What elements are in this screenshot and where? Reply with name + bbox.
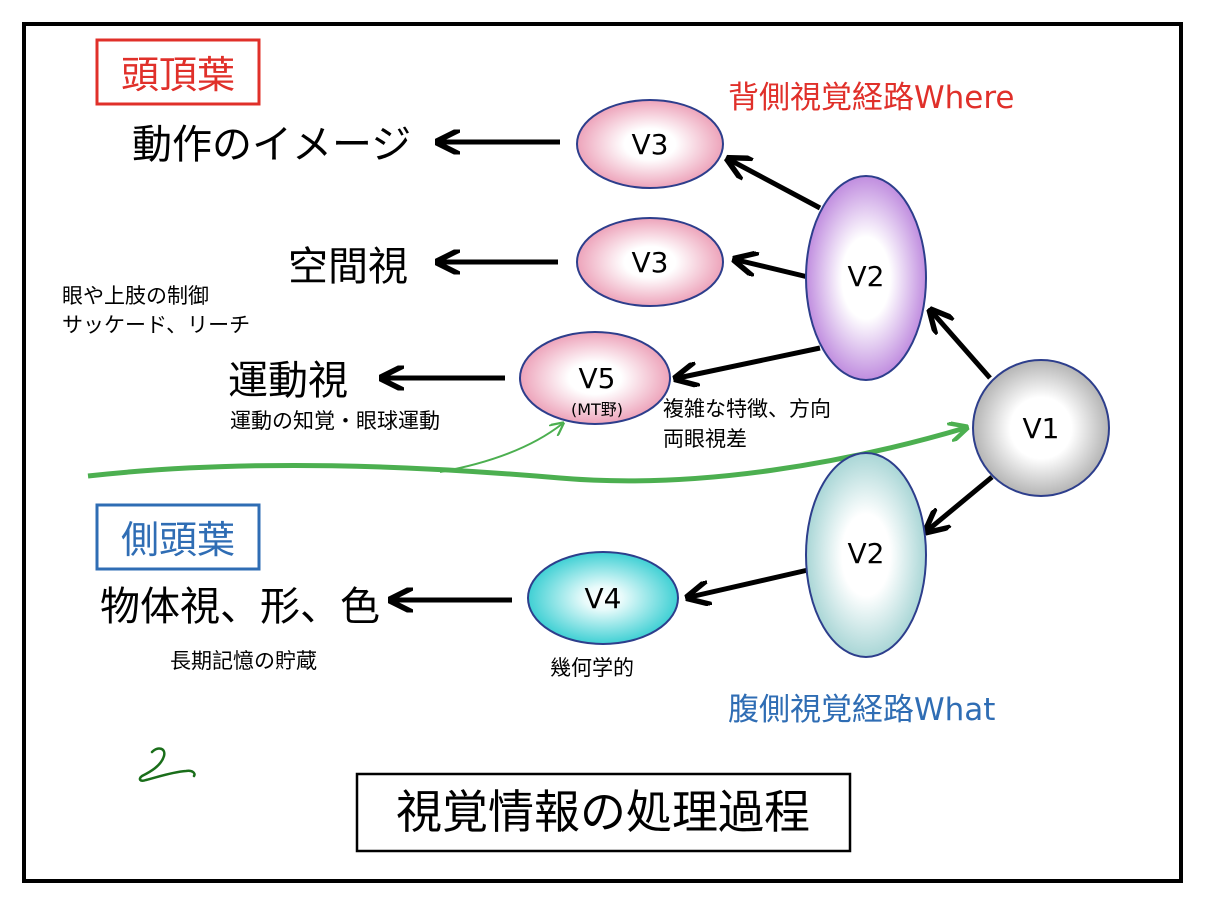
title-box <box>355 772 852 853</box>
arrow-v2-to-v3-action <box>730 160 822 211</box>
annotation-binocular-disparity: 両眼視差 <box>663 427 747 451</box>
node-v3-space-label: V3 <box>632 246 669 279</box>
diagram-title: 視覚情報の処理過程 <box>396 785 810 839</box>
parietal-lobe-label: 頭頂葉 <box>121 53 235 97</box>
node-v3-action-label: V3 <box>632 128 669 161</box>
node-v5: V5 (MT野) <box>519 331 671 425</box>
function-object-vision: 物体視、形、色 <box>100 584 380 630</box>
node-v5-label: V5 <box>579 362 616 395</box>
arrow-v2-to-v5 <box>678 345 821 378</box>
parietal-lobe-box <box>95 38 261 106</box>
node-v5-sublabel: (MT野) <box>571 400 623 419</box>
node-v2-ventral-label: V2 <box>848 537 885 570</box>
visual-input-line <box>87 428 965 484</box>
dorsal-pathway-label: 背側視覚経路Where <box>728 80 1015 116</box>
temporal-lobe-label: 側頭葉 <box>121 518 235 562</box>
node-v2-dorsal: V2 <box>805 175 927 381</box>
arrow-v1-to-v2-dorsal <box>932 312 992 380</box>
v5-input-branch <box>439 424 562 473</box>
function-saccade-reach: サッケード、リーチ <box>62 313 250 337</box>
function-eye-limb-control: 眼や上肢の制御 <box>62 284 209 308</box>
ventral-pathway-label: 腹側視覚経路What <box>728 692 995 728</box>
function-motion-perception: 運動の知覚・眼球運動 <box>230 409 440 433</box>
annotation-complex-features: 複雑な特徴、方向 <box>663 397 831 421</box>
handwritten-mark <box>138 747 196 782</box>
arrow-v2-to-v3-space <box>737 260 809 280</box>
node-v3-action: V3 <box>576 99 724 189</box>
node-v4-label: V4 <box>585 582 622 615</box>
function-spatial-vision: 空間視 <box>288 244 408 290</box>
node-v4: V4 <box>527 551 679 645</box>
function-memory-storage: 長期記憶の貯蔵 <box>170 649 317 673</box>
node-v1: V1 <box>972 359 1110 497</box>
node-v1-label: V1 <box>1023 412 1060 445</box>
function-action-image: 動作のイメージ <box>132 122 411 168</box>
temporal-lobe-box <box>95 503 261 571</box>
arrow-v1-to-v2-ventral <box>928 475 994 530</box>
node-v3-space: V3 <box>576 217 724 307</box>
node-v2-dorsal-label: V2 <box>848 260 885 293</box>
arrow-v2-to-v4 <box>690 567 809 597</box>
slide-frame <box>22 22 1183 883</box>
node-v2-ventral: V2 <box>805 452 927 658</box>
annotation-geometric: 幾何学的 <box>550 656 634 680</box>
function-motion-vision: 運動視 <box>228 358 348 404</box>
